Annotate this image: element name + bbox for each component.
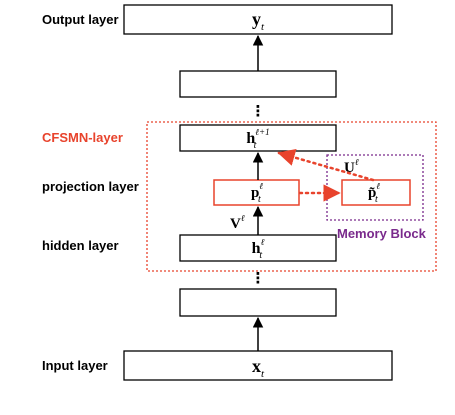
input-layer-label: Input layer	[42, 358, 108, 373]
v-weight-label: Vℓ	[230, 213, 245, 232]
hidden-box	[179, 234, 337, 262]
red-arrow-memory-to-h-next	[277, 148, 375, 182]
h-next-box	[179, 124, 337, 152]
upper-ellipsis: ⋮	[251, 102, 266, 120]
input-node-label: xt	[252, 356, 265, 380]
input-box	[123, 350, 393, 381]
output-node-label: yt	[252, 9, 265, 33]
memory-block-label: Memory Block	[337, 226, 427, 241]
projection-box	[213, 179, 300, 206]
cfsmn-layer-region	[146, 121, 437, 272]
lower-hidden-box	[179, 288, 337, 317]
u-weight-label: Uℓ	[344, 157, 359, 176]
upper-hidden-box	[179, 70, 337, 98]
output-box	[123, 4, 393, 35]
lower-ellipsis: ⋮	[251, 269, 266, 287]
projection-layer-label: projection layer	[42, 179, 139, 194]
memory-box	[341, 179, 411, 206]
output-layer-label: Output layer	[42, 12, 119, 27]
cfsmn-layer-label: CFSMN-layer	[42, 130, 123, 145]
hidden-layer-label: hidden layer	[42, 238, 119, 253]
